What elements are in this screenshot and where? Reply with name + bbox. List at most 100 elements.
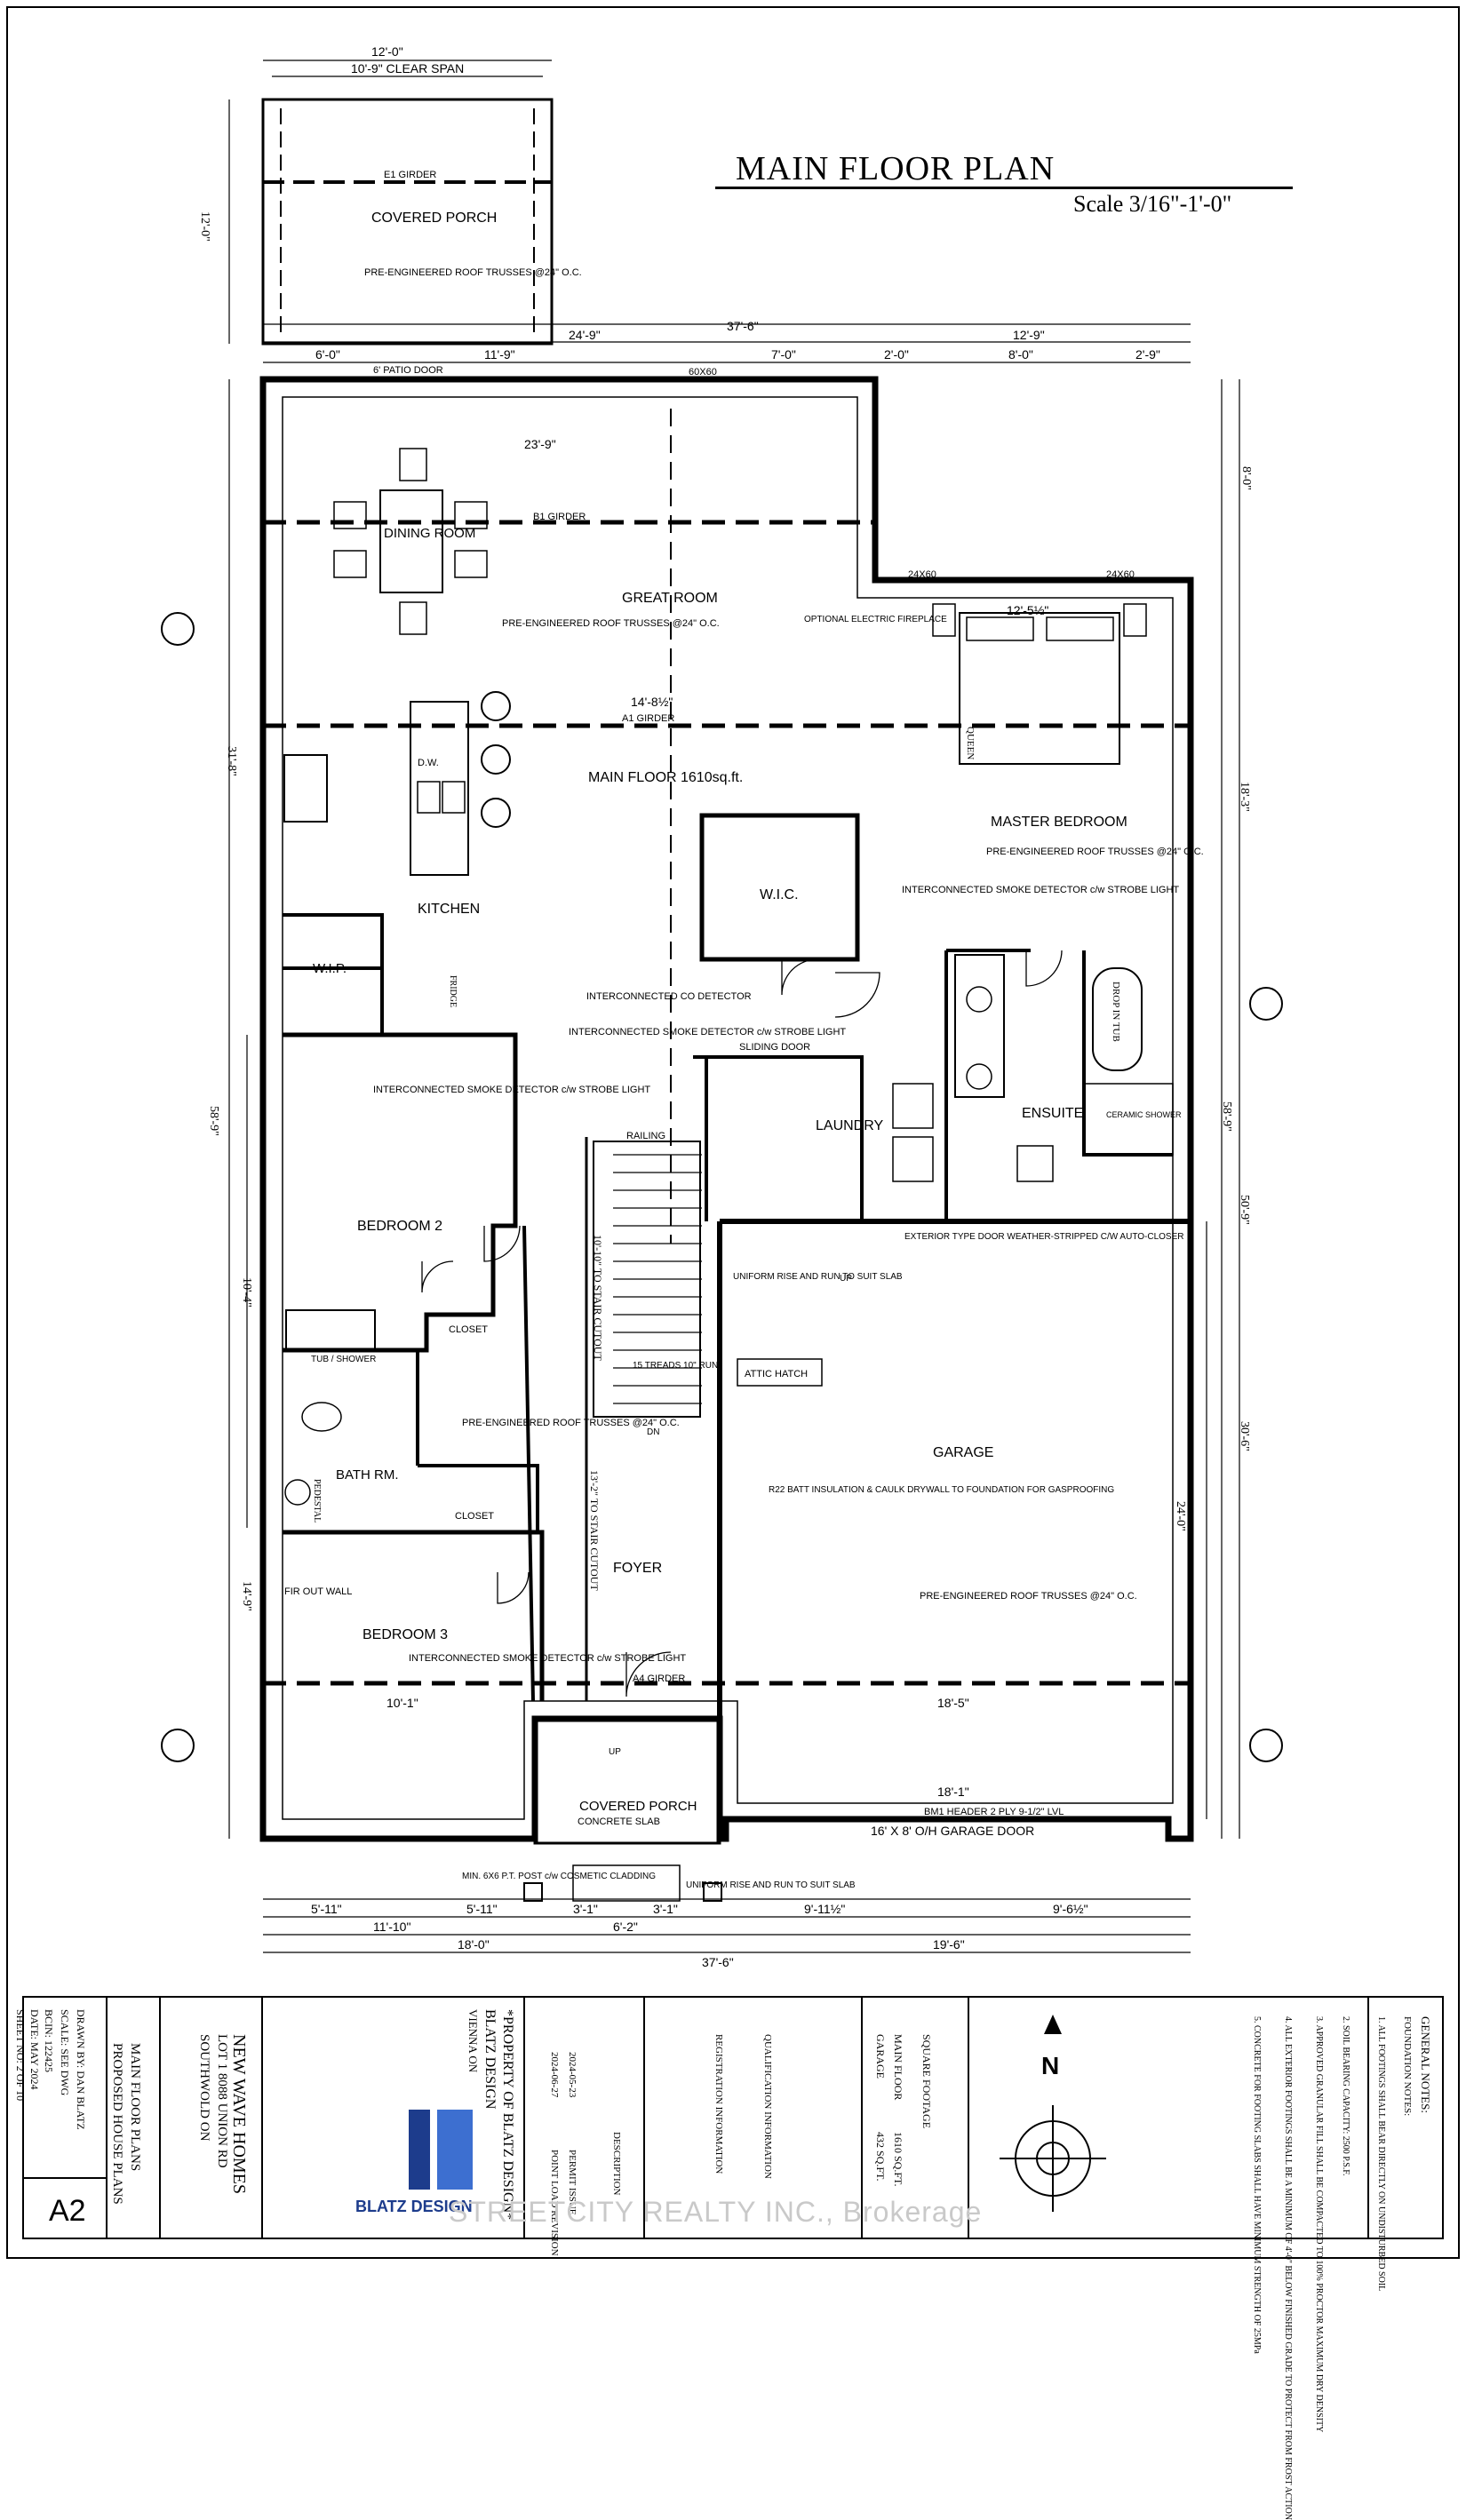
tb-bcin: BCIN: 122425 xyxy=(43,2009,55,2073)
label-trusses-great: PRE-ENGINEERED ROOF TRUSSES @24" O.C. xyxy=(502,618,720,629)
compass-label: N xyxy=(1041,2052,1059,2079)
label-treads: 15 TREADS 10" RUN xyxy=(633,1361,718,1371)
tb-reg-info: REGISTRATION INFORMATION xyxy=(713,2034,724,2174)
room-wic: W.I.C. xyxy=(760,887,799,902)
tb-sq-main: MAIN FLOOR xyxy=(892,2034,904,2101)
tb-firm-city: VIENNA ON xyxy=(466,2009,480,2073)
room-bath: BATH RM. xyxy=(336,1467,399,1483)
label-d14-9: 14'-9" xyxy=(240,1581,253,1611)
label-trusses-garage: PRE-ENGINEERED ROOF TRUSSES @24" O.C. xyxy=(920,1591,1137,1602)
room-ensuite: ENSUITE xyxy=(1022,1106,1083,1121)
room-master: MASTER BEDROOM xyxy=(991,815,1127,830)
label-post: MIN. 6X6 P.T. POST c/w COSMETIC CLADDING xyxy=(462,1872,656,1881)
room-covered-porch-front: COVERED PORCH xyxy=(579,1799,697,1814)
tb-lot: LOT 1 8088 UNION RD xyxy=(215,2034,229,2168)
label-uniform-rear: UNIFORM RISE AND RUN TO SUIT SLAB xyxy=(733,1272,903,1282)
label-d12-5: 12'-5½" xyxy=(1007,603,1048,617)
drawing-sheet: MAIN FLOOR PLAN Scale 3/16"-1'-0" xyxy=(6,6,1460,2520)
tb-note-3: 3. APPROVED GRANULAR FILL SHALL BE COMPA… xyxy=(1314,2016,1324,2433)
label-uniform-front: UNIFORM RISE AND RUN TO SUIT SLAB xyxy=(686,1880,856,1890)
label-d2-9: 2'-9" xyxy=(1135,347,1160,362)
label-smoke-bed3: INTERCONNECTED SMOKE DETECTOR c/w STROBE… xyxy=(409,1653,686,1664)
label-ext-door: EXTERIOR TYPE DOOR WEATHER-STRIPPED C/W … xyxy=(904,1232,1183,1242)
label-r22: R22 BATT INSULATION & CAULK DRYWALL TO F… xyxy=(769,1485,1114,1495)
tb-rev-header: DESCRIPTION xyxy=(611,2132,622,2196)
label-d8-0: 8'-0" xyxy=(1008,347,1033,362)
tb-date: DATE: MAY 2024 xyxy=(28,2009,41,2090)
label-d50-9: 50'-9" xyxy=(1238,1195,1251,1225)
tb-note-5: 5. CONCRETE FOR FOOTING SLABS SHALL HAVE… xyxy=(1252,2016,1262,2354)
tb-note-1: 1. ALL FOOTINGS SHALL BEAR DIRECTLY ON U… xyxy=(1376,2016,1386,2292)
label-top-right: 12'-9" xyxy=(1013,328,1045,342)
label-d14-8: 14'-8½" xyxy=(631,695,673,709)
room-foyer: FOYER xyxy=(613,1561,662,1576)
room-dining: DINING ROOM xyxy=(384,526,475,541)
rear-porch-outline xyxy=(261,98,554,346)
label-pedestal: PEDESTAL xyxy=(312,1479,322,1523)
tb-foundation: FOUNDATION NOTES: xyxy=(1402,2016,1413,2117)
label-b5-11a: 5'-11" xyxy=(311,1902,342,1916)
label-main-floor-area: MAIN FLOOR 1610sq.ft. xyxy=(588,770,743,785)
label-a4: A4 GIRDER xyxy=(633,1673,685,1684)
label-co: INTERCONNECTED CO DETECTOR xyxy=(586,991,752,1002)
label-b9-6: 9'-6½" xyxy=(1053,1902,1088,1916)
label-up-rear: UP xyxy=(840,1274,852,1284)
tb-town: SOUTHWOLD ON xyxy=(197,2034,211,2142)
label-e1-girder: E1 GIRDER xyxy=(384,170,436,180)
tb-sheet-name: MAIN FLOOR PLANS xyxy=(128,2043,142,2172)
tb-property: *PROPERTY OF BLATZ DESIGN* xyxy=(500,2009,515,2221)
label-d58-9-right: 58'-9" xyxy=(1220,1101,1233,1132)
room-great: GREAT ROOM xyxy=(622,591,718,606)
label-concrete-slab: CONCRETE SLAB xyxy=(578,1816,660,1827)
tb-proposed: PROPOSED HOUSE PLANS xyxy=(110,2043,124,2205)
tb-client: NEW WAVE HOMES xyxy=(229,2034,249,2195)
label-ceramic: CERAMIC SHOWER xyxy=(1106,1110,1182,1119)
label-smoke-bed2: INTERCONNECTED SMOKE DETECTOR c/w STROBE… xyxy=(373,1085,650,1095)
label-railing: RAILING xyxy=(626,1131,665,1141)
label-trusses-bed: PRE-ENGINEERED ROOF TRUSSES @24" O.C. xyxy=(462,1418,680,1428)
label-60x60: 60X60 xyxy=(689,367,717,378)
label-b6-2: 6'-2" xyxy=(613,1920,638,1934)
label-bm1: BM1 HEADER 2 PLY 9-1/2" LVL xyxy=(924,1807,1064,1817)
label-overall-top: 37'-6" xyxy=(727,319,759,333)
tb-firm: BLATZ DESIGN xyxy=(482,2009,498,2110)
label-d18-1: 18'-1" xyxy=(937,1785,969,1799)
label-d23-9: 23'-9" xyxy=(524,437,556,451)
label-d2-0: 2'-0" xyxy=(884,347,909,362)
label-stair-cutout-top: 10'-10" TO STAIR CUTOUT xyxy=(592,1235,604,1361)
label-b37-6: 37'-6" xyxy=(702,1955,734,1969)
label-b5-11b: 5'-11" xyxy=(466,1902,498,1916)
floor-plan: 12'-0" 10'-9" CLEAR SPAN E1 GIRDER COVER… xyxy=(6,6,1460,2259)
room-covered-porch-rear: COVERED PORCH xyxy=(371,211,497,226)
label-tub: TUB / SHOWER xyxy=(311,1355,376,1364)
front-porch-outline xyxy=(533,1717,721,1845)
tb-scale: SCALE: SEE DWG xyxy=(59,2009,71,2096)
logo-text: BLATZ DESIGN xyxy=(355,2198,473,2215)
label-a1-girder: A1 GIRDER xyxy=(622,713,674,724)
label-b9-11: 9'-11½" xyxy=(804,1902,845,1916)
label-sliding-door: SLIDING DOOR xyxy=(739,1042,810,1053)
label-top-left: 24'-9" xyxy=(569,328,601,342)
room-garage: GARAGE xyxy=(933,1445,993,1460)
label-sheet-code: A2 xyxy=(49,2194,86,2228)
label-b19-6: 19'-6" xyxy=(933,1937,965,1952)
plan-title: MAIN FLOOR PLAN xyxy=(736,150,1056,187)
label-stair-cutout-bot: 13'-2" TO STAIR CUTOUT xyxy=(588,1470,601,1591)
tb-note-2: 2. SOIL BEARING CAPACITY: 2500 P.S.F. xyxy=(1341,2016,1350,2176)
label-24x60-a: 24X60 xyxy=(908,569,936,580)
label-closet-bed2: CLOSET xyxy=(449,1324,488,1335)
label-b3-1b: 3'-1" xyxy=(653,1902,678,1916)
label-queen: QUEEN xyxy=(965,727,976,760)
tb-sheet-no: SHEET NO: 2 OF 10 xyxy=(14,2009,27,2102)
label-b3-1a: 3'-1" xyxy=(573,1902,598,1916)
label-garage-door: 16' X 8' O/H GARAGE DOOR xyxy=(871,1824,1034,1838)
label-porch-width: 12'-0" xyxy=(371,44,403,59)
label-smoke-master: INTERCONNECTED SMOKE DETECTOR c/w STROBE… xyxy=(902,885,1179,895)
label-b18-0: 18'-0" xyxy=(458,1937,490,1952)
label-trusses-master: PRE-ENGINEERED ROOF TRUSSES @24" O.C. xyxy=(986,847,1204,857)
room-kitchen: KITCHEN xyxy=(418,902,480,917)
title-underline xyxy=(715,187,1293,189)
label-d58-9-left: 58'-9" xyxy=(207,1106,220,1136)
label-fir-out: FIR OUT WALL xyxy=(284,1586,352,1597)
tb-sq-main-val: 1610 SQ.FT. xyxy=(892,2132,904,2187)
